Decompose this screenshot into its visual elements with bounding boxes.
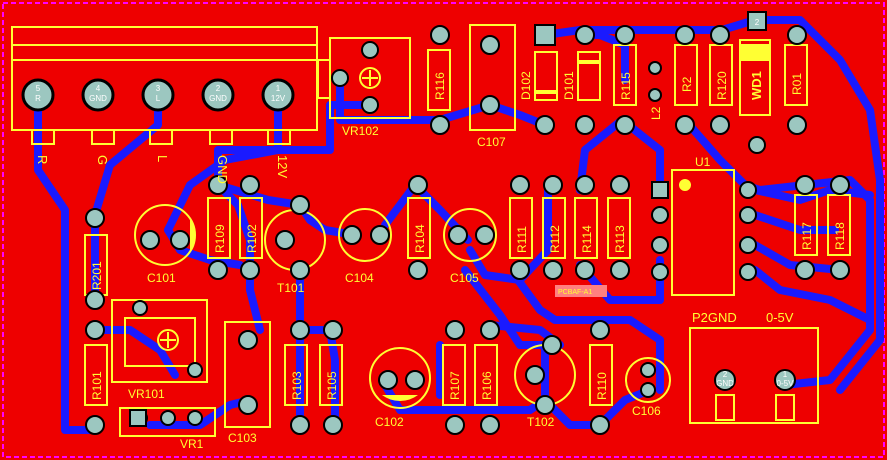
label-r105: R105 <box>325 371 339 400</box>
label-r109: R109 <box>213 224 227 253</box>
pin-2-net: GND <box>209 94 227 103</box>
out-pin-2-net: GND <box>716 379 734 388</box>
label-l: L <box>155 155 170 162</box>
label-r111: R111 <box>515 226 529 253</box>
label-r114: R114 <box>580 225 594 253</box>
label-r102: R102 <box>245 224 259 253</box>
pin-3-net: L <box>156 94 161 103</box>
pin-4-net: GND <box>89 94 107 103</box>
label-r2: R2 <box>680 76 694 92</box>
label-p2gnd: P2GND <box>692 310 737 325</box>
label-r: R <box>35 155 50 164</box>
label-c105: C105 <box>450 271 479 285</box>
pin-2-num: 2 <box>216 84 221 93</box>
label-r110: R110 <box>595 372 609 400</box>
out-pin-2-num: 2 <box>723 370 728 379</box>
label-c102: C102 <box>375 415 404 429</box>
label-c107: C107 <box>477 135 506 149</box>
label-r116: R116 <box>433 72 447 100</box>
label-c101: C101 <box>147 271 176 285</box>
pin-3-num: 3 <box>156 84 161 93</box>
label-gnd: GND <box>215 155 230 184</box>
label-d101: D101 <box>562 71 576 100</box>
label-r201: R201 <box>90 261 104 290</box>
pin-5-net: R <box>35 94 41 103</box>
pin-4-num: 4 <box>96 84 101 93</box>
label-r101: R101 <box>90 371 104 400</box>
out-pin-1-net: 0-5V <box>777 379 795 388</box>
label-u1: U1 <box>695 155 711 169</box>
label-vr1: VR1 <box>180 437 204 451</box>
label-r120: R120 <box>715 71 729 100</box>
label-d102: D102 <box>519 71 533 100</box>
capacitor-polarity-marks <box>190 218 418 401</box>
label-r01: R01 <box>790 73 804 95</box>
label-r117: R117 <box>800 222 814 250</box>
component-labels: VR102 C107 U1 C101 T101 C104 C105 VR101 … <box>128 124 711 451</box>
pin-1-net: 12V <box>271 94 286 103</box>
out-pin-1-num: 1 <box>783 370 788 379</box>
label-c104: C104 <box>345 271 374 285</box>
label-0-5v: 0-5V <box>766 310 794 325</box>
label-r106: R106 <box>480 371 494 400</box>
label-12v: 12V <box>275 155 290 178</box>
wd1-pin-num: 2 <box>755 18 760 27</box>
label-r113: R113 <box>613 225 627 253</box>
label-l2: L2 <box>649 106 663 120</box>
label-c106: C106 <box>632 404 661 418</box>
marker-box <box>555 285 607 297</box>
pin-5-num: 5 <box>36 84 41 93</box>
label-r112: R112 <box>548 225 562 253</box>
label-r118: R118 <box>833 222 847 250</box>
marker-text: PCBAF-A1 <box>558 289 592 296</box>
silk-details <box>157 67 691 351</box>
label-r103: R103 <box>290 371 304 400</box>
label-r115: R115 <box>619 72 633 100</box>
connector-silk-labels: R G L GND 12V P2GND 0-5V <box>35 155 794 325</box>
label-t102: T102 <box>527 415 555 429</box>
pads <box>21 11 850 435</box>
label-r104: R104 <box>413 224 427 253</box>
label-vr101: VR101 <box>128 387 165 401</box>
connector-pin-labels: 5 R 4 GND 3 L 2 GND 1 12V 2 GND 1 0-5V 2 <box>35 18 794 388</box>
pin-1-num: 1 <box>276 84 281 93</box>
label-g: G <box>95 155 110 165</box>
label-r107: R107 <box>448 371 462 400</box>
label-t101: T101 <box>277 281 305 295</box>
label-wd1: WD1 <box>749 71 764 100</box>
label-vr102: VR102 <box>342 124 379 138</box>
label-c103: C103 <box>228 431 257 445</box>
vertical-component-labels: R116 D102 D101 R115 L2 R2 R120 WD1 R01 R… <box>90 71 847 400</box>
